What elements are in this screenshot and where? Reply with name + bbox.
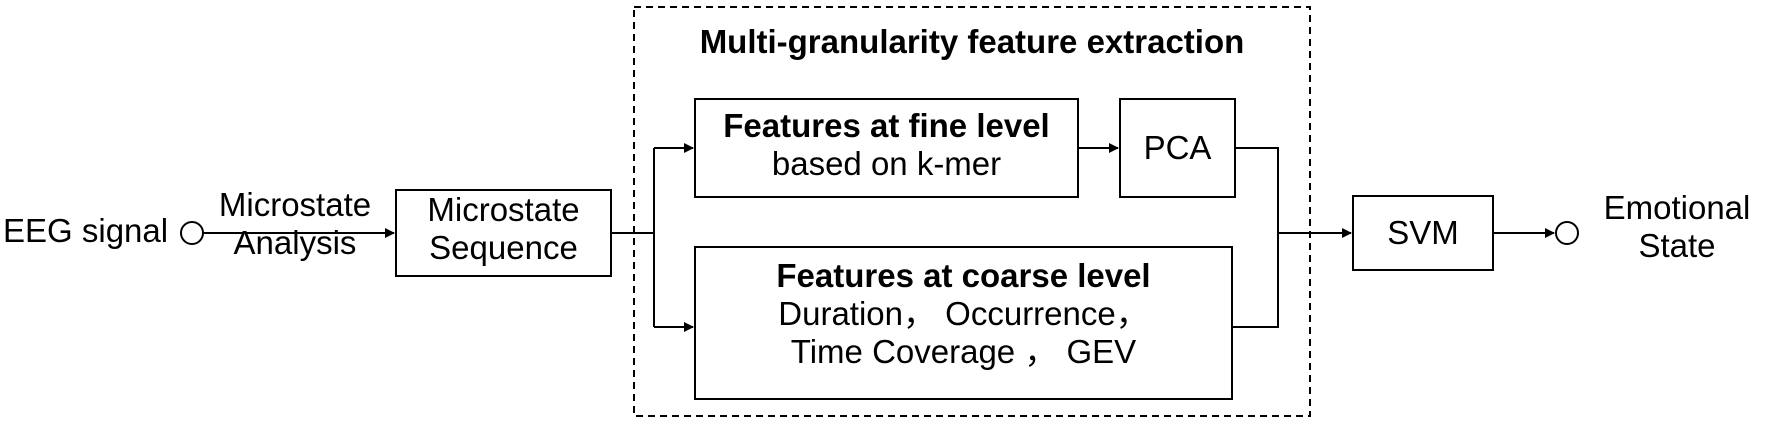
- coarse-features-label: Features at coarse level Duration， Occur…: [776, 257, 1151, 370]
- svm-label: SVM: [1387, 214, 1459, 251]
- coarse-features-box: [694, 246, 1233, 400]
- group-title: Multi-granularity feature extraction: [699, 23, 1245, 60]
- input-label: EEG signal: [3, 212, 169, 249]
- fine-features-box: [694, 98, 1079, 198]
- pca-to-merge-line: [1232, 147, 1279, 328]
- pca-box: [1119, 98, 1236, 198]
- analysis-label: Microstate Analysis: [218, 186, 372, 261]
- sequence-box: [395, 189, 612, 277]
- pca-label: PCA: [1143, 129, 1212, 166]
- output-node: [1555, 221, 1579, 245]
- sequence-label: Microstate Sequence: [427, 191, 580, 266]
- fine-features-label: Features at fine level based on k-mer: [723, 107, 1050, 182]
- svm-box: [1352, 195, 1494, 271]
- output-label: Emotional State: [1603, 189, 1751, 264]
- feature-extraction-group-frame: [633, 6, 1311, 417]
